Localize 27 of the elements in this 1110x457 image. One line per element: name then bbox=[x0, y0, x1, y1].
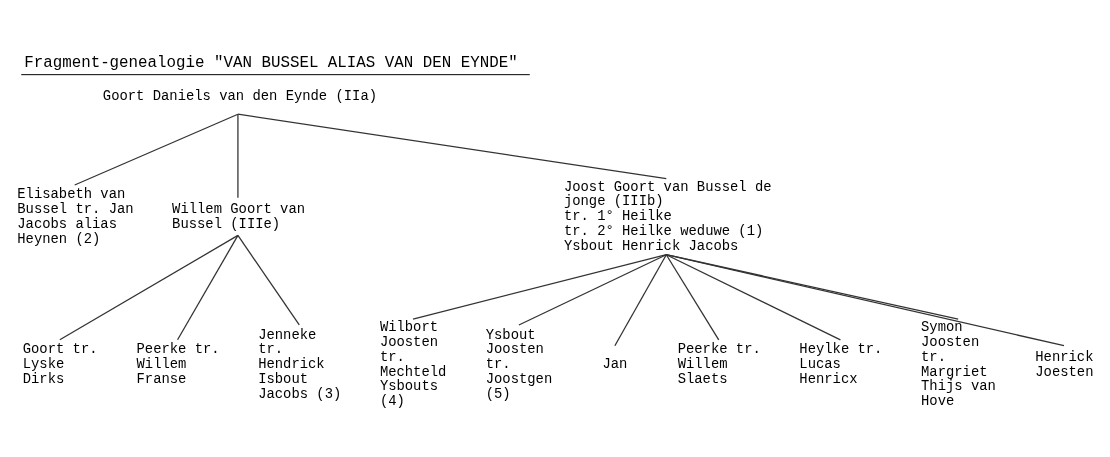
connector bbox=[665, 254, 1065, 347]
connector bbox=[59, 234, 239, 341]
connector bbox=[614, 254, 667, 347]
node-text: Elisabeth van Bussel tr. Jan Jacobs alias Heynen (2) bbox=[17, 186, 134, 247]
node-text: Joost Goort van Bussel de jonge (IIIb) tr. 1° Heilke tr. 2° Heilke weduwe (1) Ysbout Henrick Jacobs bbox=[563, 178, 772, 254]
connector bbox=[665, 254, 720, 341]
node-text: Jenneke tr. Hendrick Isbout Jacobs (3) bbox=[258, 326, 342, 402]
connector bbox=[74, 113, 239, 186]
connector bbox=[518, 254, 667, 326]
node-text: Heylke tr. Lucas Henricx bbox=[799, 341, 883, 388]
node-text: Goort Daniels van den Eynde (IIa) bbox=[102, 88, 378, 105]
node-text: Ysbout Joosten tr. Joostgen (5) bbox=[485, 326, 553, 402]
node-text: Jan bbox=[602, 356, 628, 373]
node-text: Henrick Joesten bbox=[1035, 348, 1094, 380]
node-text: Wilbort Joosten tr. Mechteld Ysbouts (4) bbox=[379, 319, 447, 410]
connector bbox=[237, 234, 300, 326]
connector bbox=[412, 254, 667, 320]
connector bbox=[237, 113, 239, 199]
node-text: Peerke tr. Willem Franse bbox=[136, 341, 220, 388]
node-text: Willem Goort van Bussel (IIIe) bbox=[172, 200, 306, 232]
diagram-title: Fragment-genealogie "VAN BUSSEL ALIAS VAN DEN EYNDE" bbox=[24, 53, 518, 72]
node-text: Symon Joosten tr. Margriet Thijs van Hove bbox=[921, 319, 996, 410]
connector bbox=[237, 113, 667, 180]
node-text: Goort tr. Lyske Dirks bbox=[22, 341, 98, 388]
connector bbox=[176, 234, 239, 341]
connector bbox=[665, 254, 842, 341]
node-text: Peerke tr. Willem Slaets bbox=[677, 341, 761, 388]
